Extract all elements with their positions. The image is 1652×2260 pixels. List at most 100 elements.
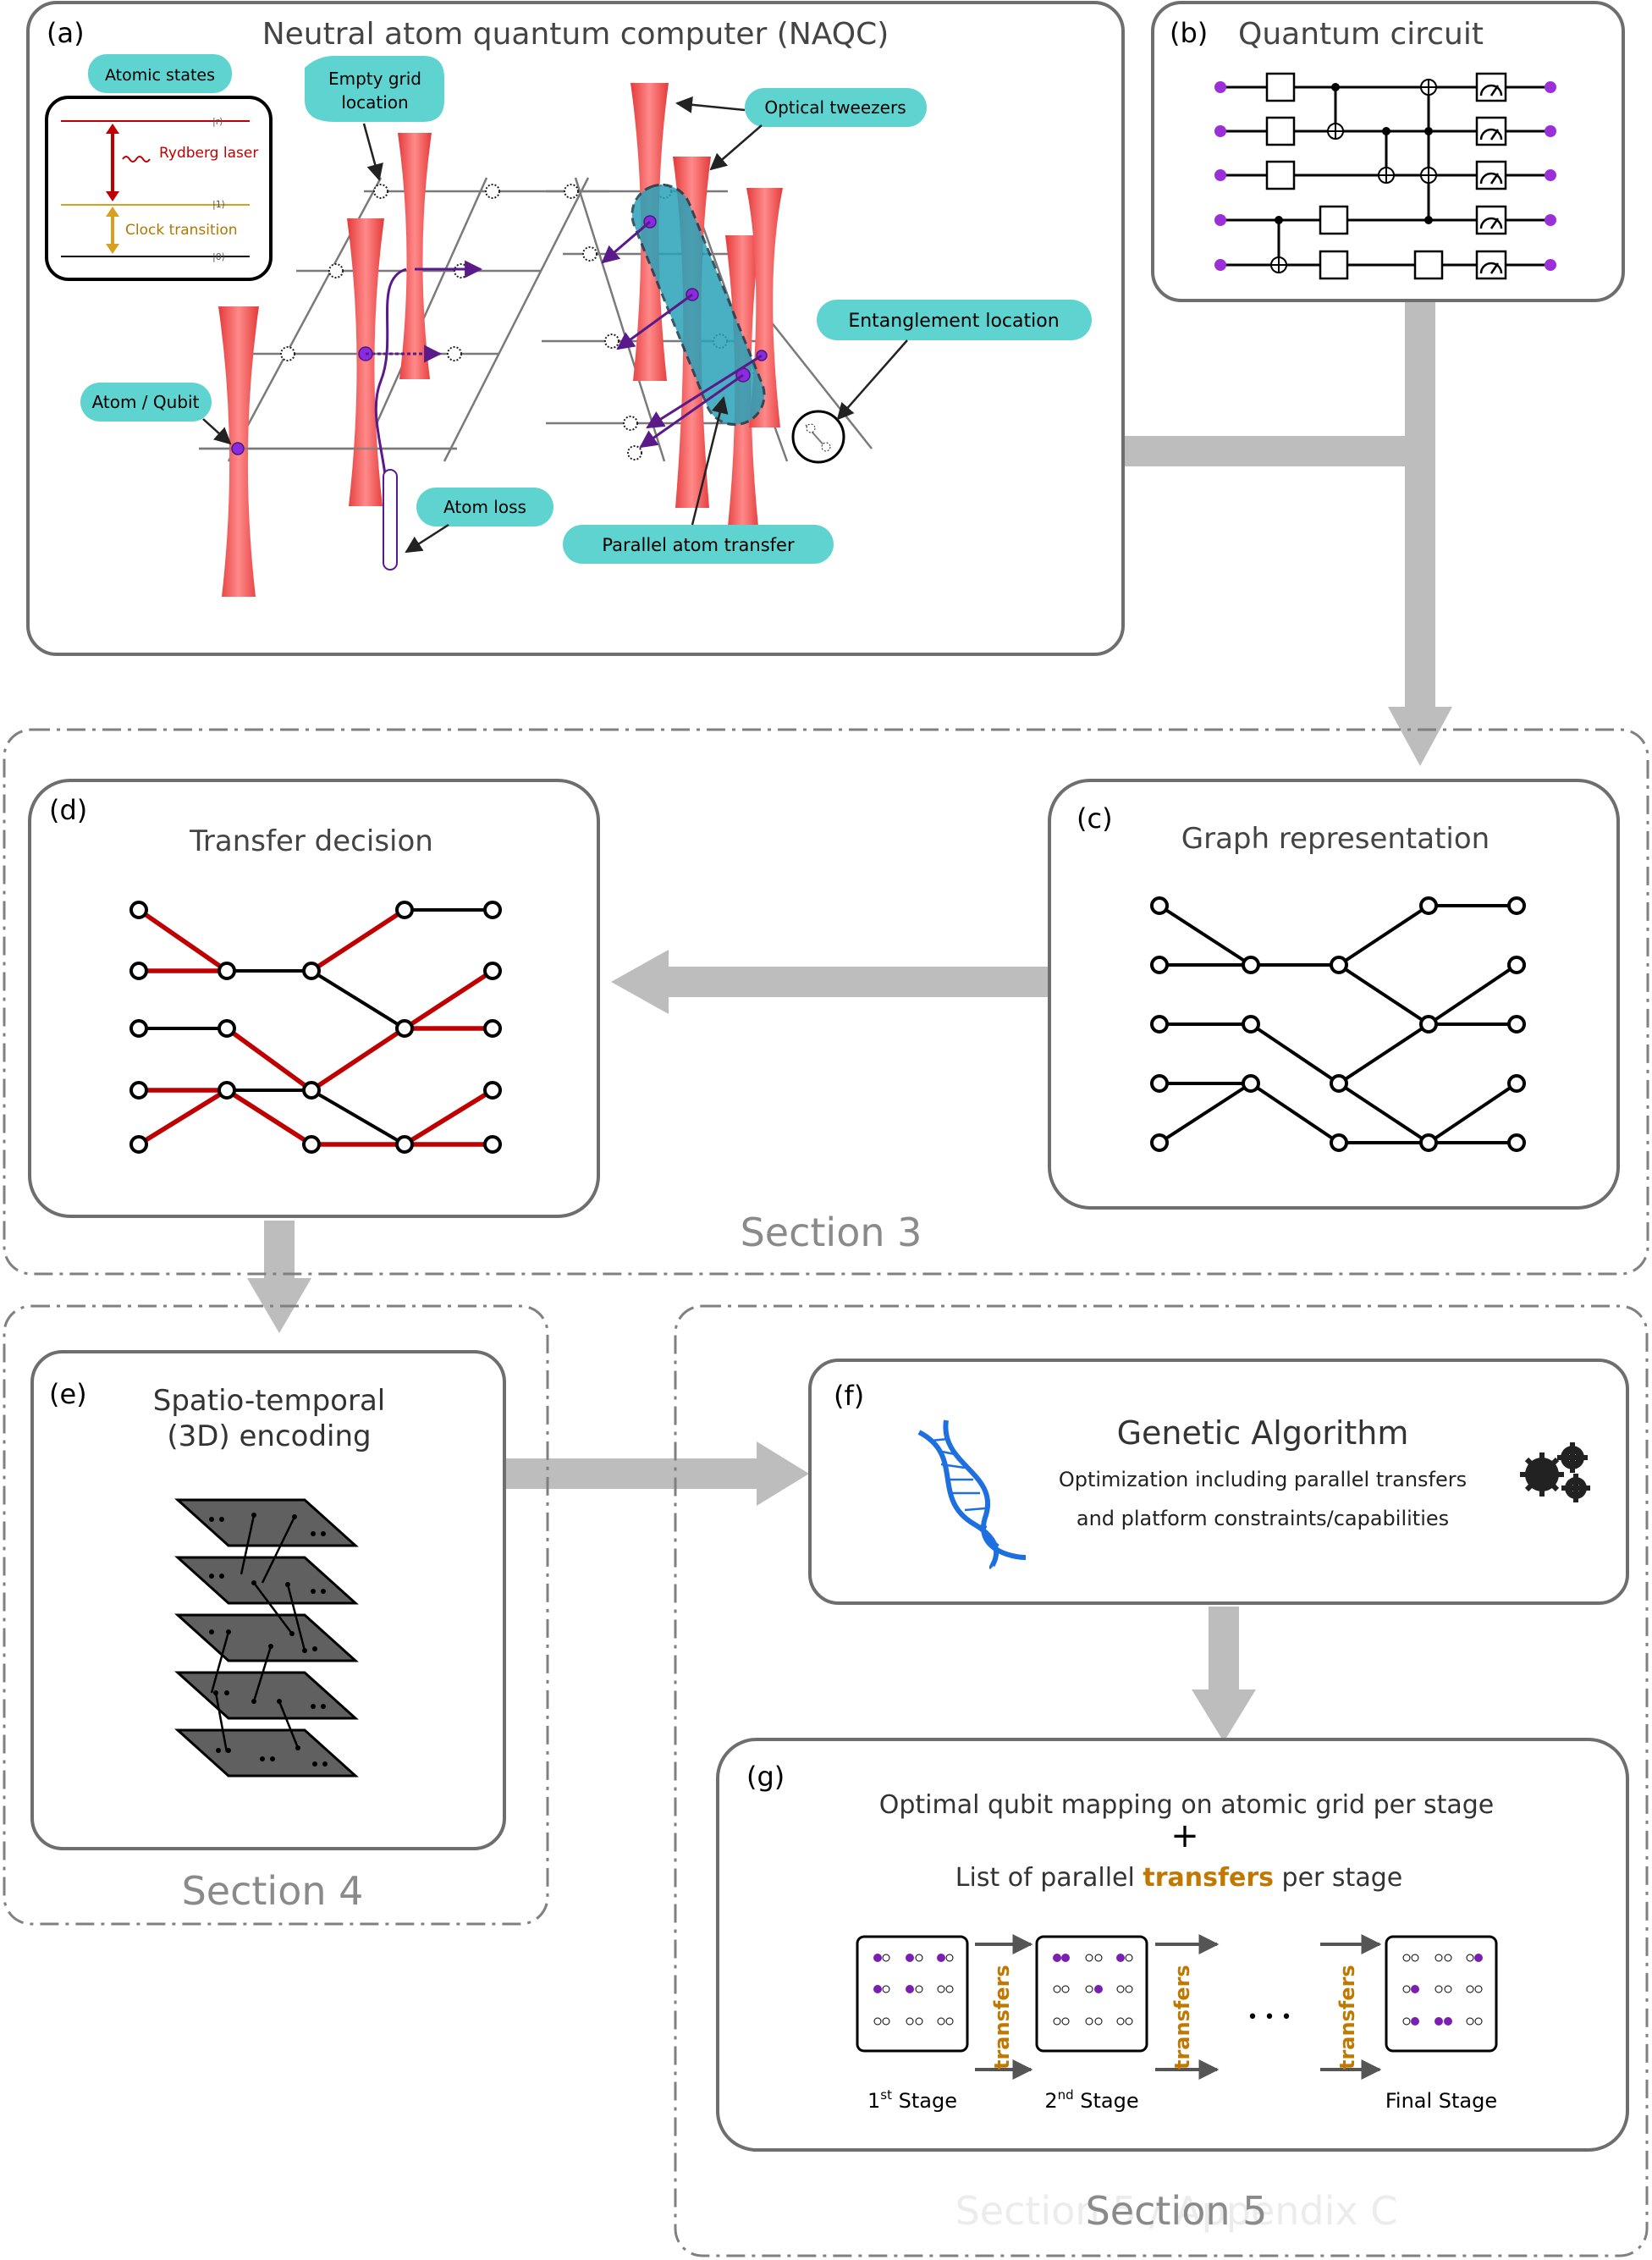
arrow-d-to-e [264, 1221, 295, 1280]
panel-f: (f) Genetic Algorithm Optimization inclu… [808, 1359, 1629, 1605]
panel-e-title-2: (3D) encoding [167, 1419, 371, 1453]
measure-icon [1475, 116, 1507, 146]
panel-d-frame [28, 779, 600, 1218]
arrow-f-to-g [1209, 1607, 1239, 1691]
atom-loss-vial [383, 469, 398, 571]
arrow-b-down-head [1388, 707, 1452, 766]
panel-d-title: Transfer decision [189, 824, 433, 858]
atom-qubit-callout [80, 383, 212, 422]
rydberg-laser-label: Rydberg laser [159, 145, 258, 162]
section-5-label: Section 5 [1086, 2188, 1268, 2234]
line3-pre: List of parallel [955, 1863, 1143, 1893]
panel-a-frame [26, 1, 1125, 656]
parallel-transfer-text: Parallel atom transfer [602, 535, 795, 555]
panel-e: (e) Spatio-temporal (3D) encoding [30, 1350, 506, 1850]
stage-grid-1 [856, 1935, 969, 2053]
panel-f-subtitle-1: Optimization including parallel transfer… [1059, 1468, 1467, 1491]
panel-e-title-1: Spatio-temporal [153, 1384, 386, 1418]
flow-arrows [247, 300, 1452, 1742]
panel-c-title: Graph representation [1181, 822, 1490, 856]
panel-c-label: (c) [1077, 802, 1113, 835]
optical-tweezers-callout [745, 88, 927, 127]
section-3-frame [3, 728, 1649, 1276]
layer-connections [210, 1514, 306, 1753]
transfer-graph-black-edges [139, 908, 493, 1146]
measure-icon [1475, 205, 1507, 235]
cnot-controls [1275, 83, 1433, 224]
transfers-label-1: transfers [990, 1965, 1014, 2070]
transfer-graph-red-edges [137, 907, 494, 1147]
empty-grid-text-2: location [341, 92, 408, 113]
gears-icon [1520, 1442, 1590, 1502]
stage-grid-2 [1035, 1935, 1148, 2053]
ket-0: |0⟩ [212, 251, 225, 262]
final-stage-sites [1402, 1954, 1483, 2026]
ket-r: |r⟩ [212, 116, 223, 127]
atom-loss-text: Atom loss [443, 497, 526, 517]
panel-f-frame [808, 1359, 1629, 1605]
transfer-graph-nodes [129, 901, 502, 1154]
atomic-states-inset: |r⟩ |1⟩ |0⟩ Rydberg laser Clock transiti… [45, 96, 273, 281]
single-qubit-gates [1265, 72, 1444, 280]
layer [174, 1728, 359, 1778]
transfers-label-2: transfers [1170, 1965, 1194, 2070]
layer [174, 1613, 359, 1662]
dna-icon [917, 1419, 1027, 1570]
measure-icon [1475, 72, 1507, 102]
section-3-label: Section 3 [741, 1210, 922, 1255]
panel-f-subtitle-2: and platform constraints/capabilities [1077, 1507, 1449, 1530]
cnot-targets [1270, 79, 1437, 273]
section-4-label: Section 4 [182, 1868, 364, 1914]
panel-c-frame [1048, 779, 1620, 1210]
arrow-d-to-e-head [247, 1278, 311, 1333]
panel-a-title: Neutral atom quantum computer (NAQC) [262, 17, 889, 52]
empty-grid-callout [305, 56, 444, 122]
panel-b: (b) Quantum circuit [1151, 1, 1625, 302]
tweezer [347, 218, 384, 506]
optical-tweezers-text: Optical tweezers [764, 97, 906, 118]
panel-b-title: Quantum circuit [1238, 17, 1484, 52]
panel-c: (c) Graph representation [1048, 779, 1620, 1210]
callouts: Empty grid location Optical tweezers Ent… [80, 56, 1092, 564]
panel-g: (g) Optimal qubit mapping on atomic grid… [716, 1738, 1629, 2152]
arrow-f-to-g-head [1192, 1689, 1256, 1742]
arrow-e-to-f [504, 1458, 758, 1489]
entanglement-location-marker [791, 410, 845, 464]
section-5-ghost-label: Section 5 / Appendix C [955, 2188, 1398, 2234]
final-stage-label: Final Stage [1385, 2089, 1497, 2113]
panel-g-plus: + [1170, 1816, 1199, 1855]
measure-icon [1475, 250, 1507, 280]
panel-d-label: (d) [49, 794, 87, 826]
arrow-c-to-d [669, 967, 1049, 997]
clock-transition-label: Clock transition [125, 222, 238, 239]
panel-g-label: (g) [746, 1761, 785, 1793]
circuit-endpoints [1214, 81, 1556, 271]
atom-qubit-text: Atom / Qubit [92, 392, 200, 412]
line3-highlight: transfers [1143, 1863, 1274, 1893]
panel-d: (d) Transfer decision [28, 779, 600, 1218]
panel-e-label: (e) [49, 1378, 87, 1410]
stage-2-sites [1053, 1954, 1133, 2026]
panel-a-label: (a) [47, 17, 85, 49]
transfers-label-3: transfers [1335, 1965, 1359, 2070]
layer-stack [174, 1498, 359, 1778]
entanglement-ellipse [631, 183, 766, 427]
atom [231, 442, 245, 455]
atomic-states-tag [88, 54, 232, 93]
entanglement-location-text: Entanglement location [848, 311, 1059, 332]
panel-f-label: (f) [834, 1380, 864, 1412]
entanglement-location-callout [817, 300, 1092, 340]
ket-1: |1⟩ [212, 199, 225, 210]
section-5-frame [674, 1304, 1649, 2257]
parallel-transfer-callout [563, 525, 834, 564]
line3-post: per stage [1274, 1863, 1402, 1893]
arrow-a-to-b [1124, 436, 1420, 466]
empty-grid-text-1: Empty grid [328, 69, 421, 89]
graph-edges [1158, 904, 1518, 1144]
panel-g-line1: Optimal qubit mapping on atomic grid per… [879, 1790, 1495, 1820]
stage-1-label: 1st Stage [867, 2087, 957, 2113]
layer-dots [209, 1513, 328, 1767]
measure-icon [1475, 160, 1507, 190]
stage-2-label: 2nd Stage [1044, 2087, 1138, 2113]
